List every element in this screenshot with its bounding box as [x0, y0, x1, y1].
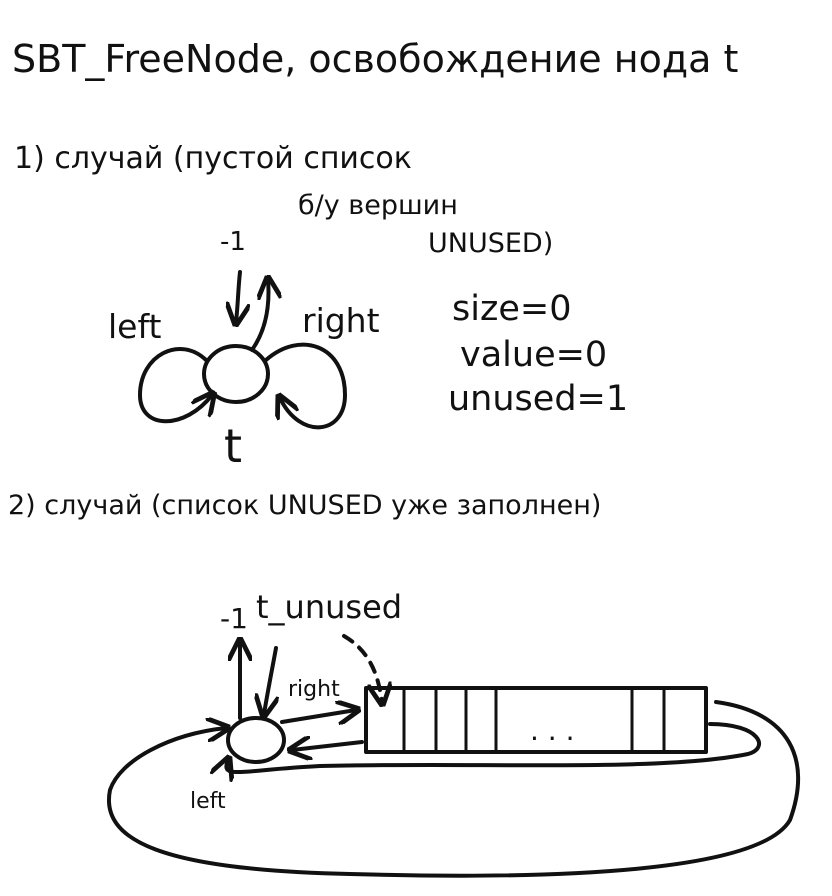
case1-heading-line1: 1) случай (пустой список	[14, 141, 412, 176]
case1-field-value: value=0	[460, 335, 607, 375]
case2-node-circle	[226, 716, 286, 764]
case1-left-label: left	[108, 307, 162, 346]
unused-list-box	[364, 686, 708, 754]
case2-left-arrow-from-list	[292, 742, 364, 750]
case2-right-label: right	[288, 677, 340, 702]
case2-outer-return-loop	[106, 700, 801, 878]
case2-right-arrow-to-list	[280, 710, 356, 722]
case1-down-arrow	[236, 270, 240, 322]
case1-right-self-loop	[264, 342, 347, 430]
case1-up-arrow	[250, 280, 268, 352]
case1-heading-line3: UNUSED)	[428, 228, 553, 259]
case1-minus-one-label: -1	[220, 227, 246, 257]
case2-heading: 2) случай (список UNUSED уже заполнен)	[8, 490, 601, 521]
case1-heading-line2: б/у вершин	[298, 190, 458, 221]
case1-node-label: t	[224, 419, 242, 473]
case2-inner-return-loop	[226, 722, 761, 772]
list-ellipsis: . . .	[530, 714, 575, 747]
case1-node-circle	[202, 344, 270, 404]
case1-left-self-loop	[138, 347, 212, 424]
case2-pointer-label: t_unused	[256, 588, 402, 626]
case2-left-label: left	[190, 789, 226, 814]
page-title: SBT_FreeNode, освобождение нода t	[12, 37, 738, 81]
case2-pointer-dashed-arrow	[342, 634, 382, 702]
case2-down-arrow	[264, 646, 276, 714]
case1-field-unused: unused=1	[448, 379, 628, 419]
case1-right-label: right	[302, 301, 380, 340]
case1-field-size: size=0	[452, 289, 571, 329]
case2-minus-one-label: -1	[220, 602, 248, 635]
